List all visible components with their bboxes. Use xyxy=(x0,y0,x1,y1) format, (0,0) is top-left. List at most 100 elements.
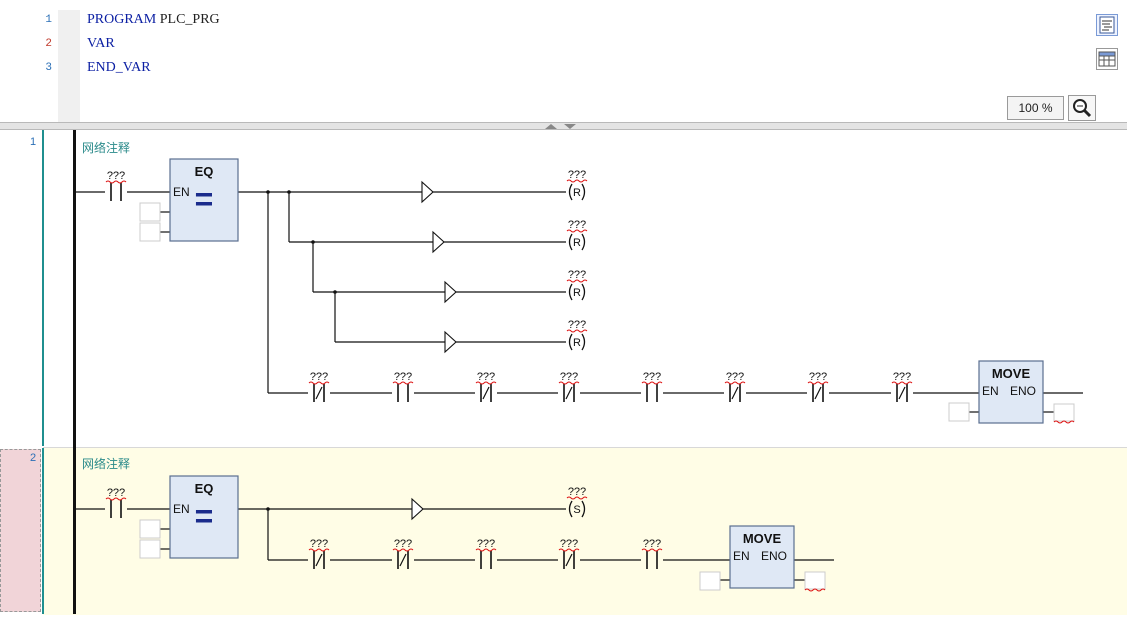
nc-contact[interactable] xyxy=(563,384,575,402)
output-box[interactable] xyxy=(1053,403,1075,422)
input-box[interactable] xyxy=(139,519,161,539)
svg-text:???: ??? xyxy=(560,371,578,383)
no-contact[interactable] xyxy=(646,551,658,569)
nc-contact[interactable] xyxy=(896,384,908,402)
line-number: 2 xyxy=(45,38,52,50)
block-title: EQ xyxy=(195,164,214,179)
svg-text:???: ??? xyxy=(726,371,744,383)
variable-placeholder[interactable]: ??? xyxy=(105,487,127,501)
junction-dot xyxy=(311,240,315,244)
block-title: MOVE xyxy=(992,366,1031,381)
code-line-program[interactable]: PROGRAM PLC_PRG xyxy=(87,12,220,28)
coil-type: R xyxy=(573,237,581,249)
no-contact[interactable] xyxy=(110,183,122,201)
svg-text:???: ??? xyxy=(568,319,586,331)
coil[interactable]: R xyxy=(568,333,586,351)
variable-placeholder[interactable]: ??? xyxy=(475,371,497,385)
no-contact[interactable] xyxy=(480,551,492,569)
keyword-program: PROGRAM xyxy=(87,12,157,27)
editor-splitter[interactable] xyxy=(0,122,1127,130)
variable-placeholder[interactable]: ??? xyxy=(641,371,663,385)
variable-placeholder[interactable]: ??? xyxy=(392,538,414,552)
network-2-selector[interactable] xyxy=(0,449,41,612)
nc-contact[interactable] xyxy=(729,384,741,402)
line-number: 1 xyxy=(45,14,52,26)
execution-arrow xyxy=(411,497,424,521)
execution-arrow xyxy=(444,280,457,304)
no-contact[interactable] xyxy=(646,384,658,402)
table-view-icon[interactable] xyxy=(1096,48,1118,70)
variable-placeholder[interactable]: ??? xyxy=(475,538,497,552)
input-box[interactable] xyxy=(139,202,161,222)
text-view-icon[interactable] xyxy=(1096,14,1118,36)
keyword-var: VAR xyxy=(87,36,115,51)
line-number: 3 xyxy=(45,62,52,74)
variable-placeholder[interactable]: ??? xyxy=(891,371,913,385)
code-line-end-var[interactable]: END_VAR xyxy=(87,60,151,76)
input-box[interactable] xyxy=(139,539,161,559)
nc-contact[interactable] xyxy=(563,551,575,569)
svg-text:???: ??? xyxy=(568,169,586,181)
svg-text:???: ??? xyxy=(477,538,495,550)
variable-placeholder[interactable]: ??? xyxy=(558,371,580,385)
svg-text:???: ??? xyxy=(568,269,586,281)
en-pin: EN xyxy=(733,549,750,563)
variable-placeholder[interactable]: ??? xyxy=(566,319,588,333)
program-name: PLC_PRG xyxy=(159,12,220,27)
execution-arrow xyxy=(421,180,434,204)
variable-placeholder[interactable]: ??? xyxy=(308,371,330,385)
svg-text:???: ??? xyxy=(893,371,911,383)
keyword-end-var: END_VAR xyxy=(87,60,151,75)
declaration-editor[interactable]: 1 2 3 PROGRAM PLC_PRG VAR END_VAR 100 % xyxy=(0,0,1127,122)
no-contact[interactable] xyxy=(397,384,409,402)
variable-placeholder[interactable]: ??? xyxy=(641,538,663,552)
coil[interactable]: S xyxy=(568,500,586,518)
network-comment[interactable]: 网络注释 xyxy=(82,141,131,155)
magnifier-zoom-icon[interactable] xyxy=(1068,95,1096,121)
zoom-level[interactable]: 100 % xyxy=(1007,96,1064,120)
variable-placeholder[interactable]: ??? xyxy=(558,538,580,552)
variable-placeholder[interactable]: ??? xyxy=(566,269,588,283)
variable-placeholder[interactable]: ??? xyxy=(392,371,414,385)
variable-placeholder[interactable]: ??? xyxy=(566,219,588,233)
block-title: MOVE xyxy=(743,531,782,546)
nc-contact[interactable] xyxy=(313,551,325,569)
en-pin: EN xyxy=(982,384,999,398)
nc-contact[interactable] xyxy=(480,384,492,402)
code-line-var[interactable]: VAR xyxy=(87,36,115,52)
variable-placeholder[interactable]: ??? xyxy=(566,169,588,183)
nc-contact[interactable] xyxy=(313,384,325,402)
no-contact[interactable] xyxy=(110,500,122,518)
variable-placeholder[interactable]: ??? xyxy=(308,538,330,552)
coil[interactable]: R xyxy=(568,183,586,201)
variable-placeholder[interactable]: ??? xyxy=(724,371,746,385)
network-2-marker xyxy=(42,448,44,614)
coil-type: R xyxy=(573,287,581,299)
variable-placeholder[interactable]: ??? xyxy=(105,170,127,184)
network-comment[interactable]: 网络注释 xyxy=(82,457,131,471)
svg-text:???: ??? xyxy=(394,371,412,383)
coil[interactable]: R xyxy=(568,283,586,301)
en-pin: EN xyxy=(173,185,190,199)
svg-text:???: ??? xyxy=(568,486,586,498)
nc-contact[interactable] xyxy=(812,384,824,402)
splitter-arrows-icon xyxy=(545,124,576,129)
input-box[interactable] xyxy=(699,571,721,591)
variable-placeholder[interactable]: ??? xyxy=(566,486,588,500)
code-margin xyxy=(58,10,80,122)
input-box[interactable] xyxy=(139,222,161,242)
svg-text:???: ??? xyxy=(310,371,328,383)
coil[interactable]: R xyxy=(568,233,586,251)
variable-placeholder[interactable]: ??? xyxy=(807,371,829,385)
output-box[interactable] xyxy=(804,571,826,590)
svg-text:???: ??? xyxy=(394,538,412,550)
input-box[interactable] xyxy=(948,402,970,422)
nc-contact[interactable] xyxy=(397,551,409,569)
line-number-gutter xyxy=(0,0,58,122)
